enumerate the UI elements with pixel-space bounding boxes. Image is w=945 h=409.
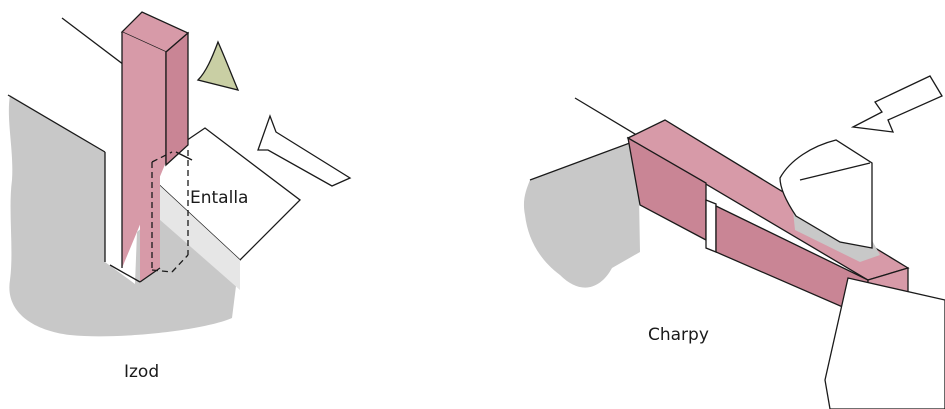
charpy-setup [524,76,945,409]
izod-label: Izod [124,364,159,381]
charpy-fixture-plate [825,278,945,409]
charpy-impact-arrow [853,76,942,132]
charpy-support-left [524,140,640,288]
pendulum-striker-icon [198,42,238,90]
izod-specimen-side [166,33,188,165]
izod-setup [8,12,350,336]
izod-specimen-lower [140,165,160,282]
charpy-label: Charpy [648,327,709,344]
izod-back-line [62,18,128,68]
charpy-notch [706,200,716,252]
notch-label: Entalla [190,190,248,207]
impact-arrow-icon [258,116,350,186]
charpy-back-line [575,98,645,140]
